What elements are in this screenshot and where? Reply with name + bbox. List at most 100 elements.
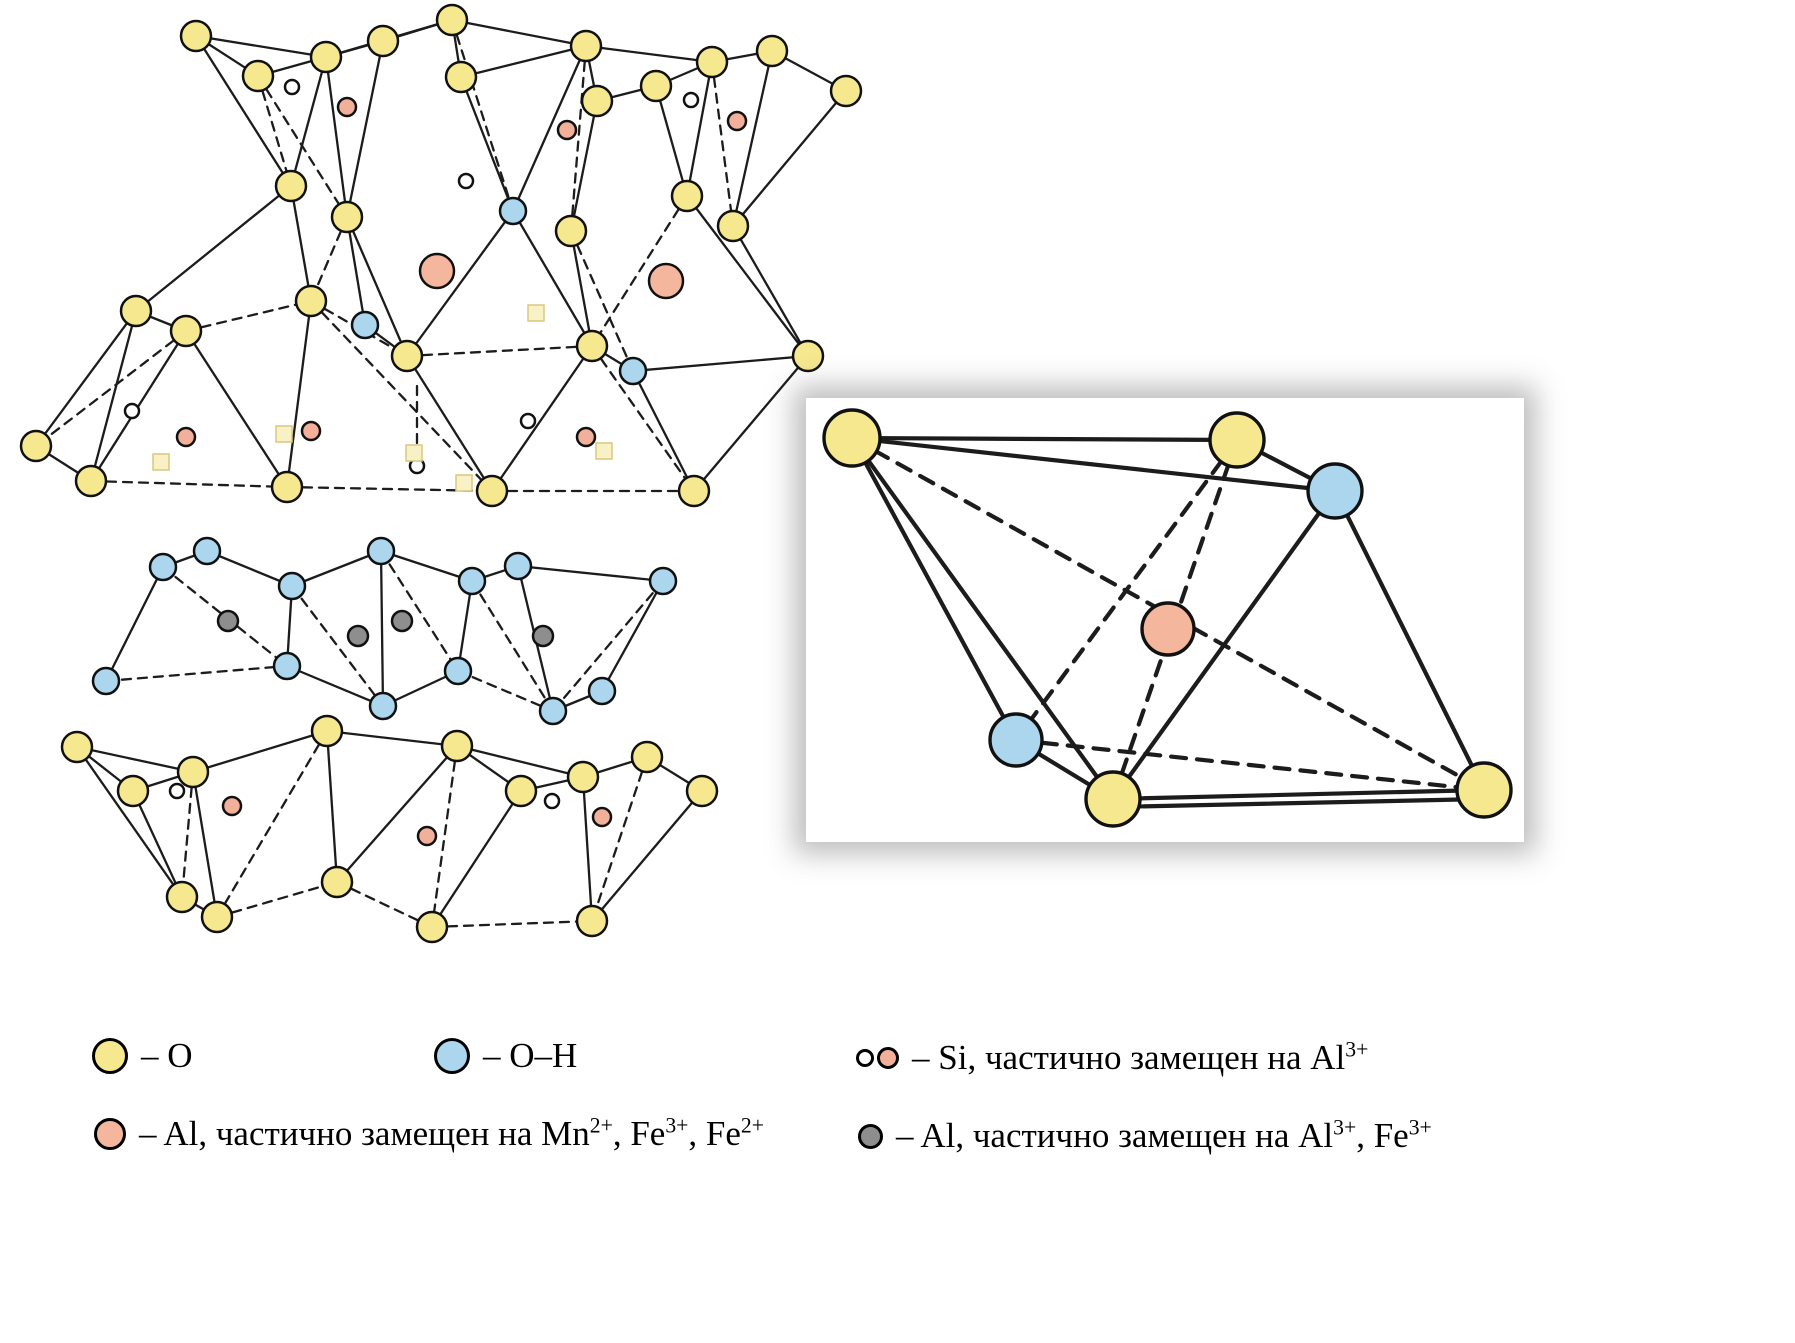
oxygen-atom bbox=[716, 209, 750, 243]
bond-line bbox=[849, 435, 1240, 443]
bond-line bbox=[345, 215, 367, 327]
silicon-site-atom bbox=[123, 402, 141, 420]
bond-line bbox=[379, 549, 460, 673]
bond-line bbox=[75, 745, 184, 899]
bond-line bbox=[600, 579, 665, 693]
bond-line bbox=[215, 880, 339, 919]
hydroxyl-atom bbox=[350, 310, 380, 340]
bond-line bbox=[450, 18, 515, 213]
vacant-site-marker bbox=[405, 444, 423, 462]
bond-line bbox=[256, 74, 349, 219]
oxygen-atom bbox=[677, 474, 711, 508]
bond-line bbox=[290, 584, 385, 708]
oxygen-atom bbox=[444, 60, 478, 94]
oxygen-atom bbox=[755, 34, 789, 68]
bond-line bbox=[470, 579, 555, 713]
bond-line bbox=[335, 880, 434, 929]
silicon-site-atom bbox=[168, 782, 186, 800]
bond-line bbox=[1332, 488, 1487, 793]
bond-line bbox=[685, 60, 714, 198]
bond-line bbox=[569, 229, 594, 348]
hydroxyl-atom bbox=[538, 696, 568, 726]
bond-line bbox=[430, 744, 459, 929]
oxygen-atom bbox=[1208, 411, 1266, 469]
bond-line bbox=[289, 55, 328, 188]
bond-line bbox=[34, 329, 188, 448]
oxygen-atom bbox=[1455, 761, 1513, 819]
bond-line bbox=[191, 770, 219, 919]
bond-line bbox=[324, 55, 349, 219]
hydroxyl-atom bbox=[91, 666, 121, 696]
bond-line bbox=[590, 194, 689, 348]
bond-line bbox=[325, 729, 459, 748]
bond-line bbox=[285, 664, 385, 708]
bond-line bbox=[256, 74, 293, 188]
oxygen-atom bbox=[179, 19, 213, 53]
bond-line bbox=[631, 369, 696, 493]
bond-line bbox=[456, 579, 474, 673]
bond-line bbox=[569, 44, 588, 233]
bond-line bbox=[191, 729, 329, 774]
hydroxyl-atom bbox=[368, 691, 398, 721]
oxygen-atom bbox=[566, 760, 600, 794]
bond-line bbox=[379, 549, 385, 708]
bond-line bbox=[131, 789, 184, 899]
oxygen-atom bbox=[630, 740, 664, 774]
substituted-al-atom bbox=[390, 609, 414, 633]
hydroxyl-atom bbox=[618, 356, 648, 386]
bond-line bbox=[581, 775, 594, 923]
oxygen-atom bbox=[176, 755, 210, 789]
oxygen-atom bbox=[241, 59, 275, 93]
hydroxyl-atom bbox=[503, 551, 533, 581]
legend-label-silicon: – Si, частично замещен на Al3+ bbox=[912, 1037, 1369, 1077]
vacant-site-marker bbox=[527, 304, 545, 322]
bond-line bbox=[89, 309, 138, 483]
bond-line bbox=[849, 435, 1487, 793]
oxygen-atom bbox=[415, 910, 449, 944]
oxygen-atom bbox=[575, 904, 609, 938]
oxygen-atom bbox=[310, 714, 344, 748]
silicon-atom bbox=[575, 426, 597, 448]
oxygen-atom bbox=[685, 774, 719, 808]
bond-line bbox=[309, 299, 494, 493]
legend-label-hydroxyl: – O–H bbox=[483, 1036, 578, 1075]
hydroxyl-atom bbox=[443, 656, 473, 686]
bond-line bbox=[450, 18, 588, 48]
bond-line bbox=[569, 229, 635, 373]
silicon-atom bbox=[336, 96, 358, 118]
vacant-site-marker bbox=[275, 425, 293, 443]
oxygen-atom bbox=[200, 900, 234, 934]
bond-line bbox=[731, 89, 848, 228]
bond-line bbox=[405, 344, 594, 358]
bond-line bbox=[34, 309, 138, 448]
bond-line bbox=[194, 34, 293, 188]
hydroxyl-atom bbox=[277, 571, 307, 601]
oxygen-atom bbox=[504, 774, 538, 808]
oxygen-atom bbox=[440, 729, 474, 763]
hydroxyl-atom bbox=[148, 552, 178, 582]
hydroxyl-atom bbox=[192, 536, 222, 566]
bond-line bbox=[405, 354, 494, 493]
oxygen-atom bbox=[829, 74, 863, 108]
oxygen-atom bbox=[580, 84, 614, 118]
legend-item-oxygen: – O bbox=[92, 1036, 193, 1076]
hydroxyl-atom bbox=[988, 712, 1044, 768]
bond-line bbox=[180, 770, 195, 899]
bond-line bbox=[215, 729, 329, 919]
legend-label-aluminum-gray: – Al, частично замещен на Al3+, Fe3+ bbox=[896, 1115, 1432, 1155]
silicon-atom bbox=[416, 825, 438, 847]
bond-line bbox=[455, 744, 585, 779]
bond-line bbox=[184, 299, 313, 333]
silicon-atom bbox=[726, 110, 748, 132]
bond-line bbox=[692, 354, 810, 493]
oxygen-atom bbox=[1084, 770, 1142, 828]
bond-line bbox=[379, 549, 474, 583]
oxygen-atom bbox=[116, 774, 150, 808]
legend-item-aluminum-gray: – Al, частично замещен на Al3+, Fe3+ bbox=[858, 1116, 1432, 1156]
bond-line bbox=[75, 745, 195, 774]
legend-item-aluminum: – Al, частично замещен на Mn2+, Fe3+, Fe… bbox=[94, 1114, 764, 1154]
bond-line bbox=[285, 299, 313, 489]
bond-line bbox=[590, 755, 649, 923]
oxygen-atom bbox=[366, 24, 400, 58]
